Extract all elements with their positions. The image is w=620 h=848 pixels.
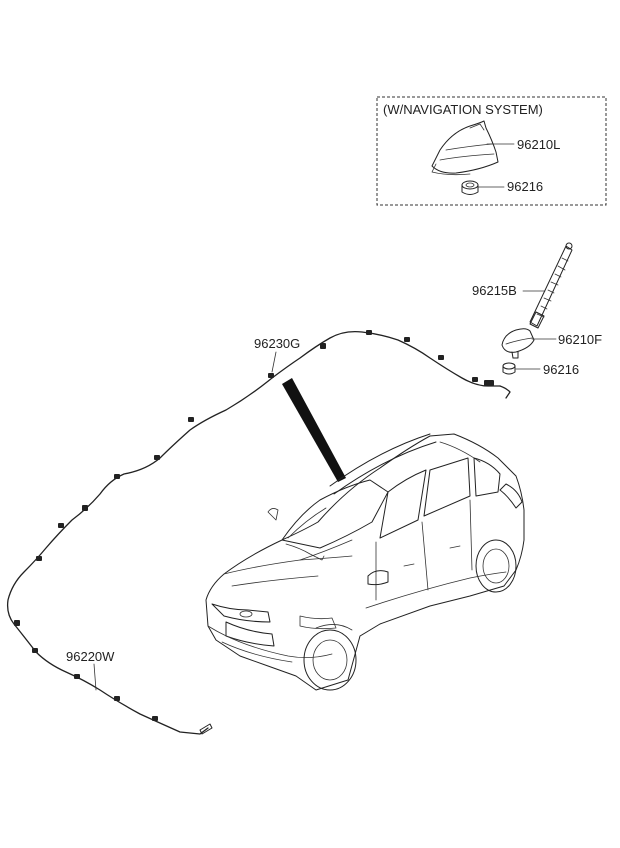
label-96210L: 96210L — [517, 137, 560, 152]
antenna-rod-icon — [529, 242, 573, 329]
leader-96220W — [93, 663, 97, 691]
label-96210F: 96210F — [558, 332, 602, 347]
inset-title: (W/NAVIGATION SYSTEM) — [383, 102, 543, 117]
label-96220W: 96220W — [66, 649, 115, 664]
shark-fin-antenna-icon — [431, 120, 499, 176]
main-feeder-cable — [6, 377, 273, 735]
label-96215B: 96215B — [472, 283, 517, 298]
label-96230G: 96230G — [254, 336, 300, 351]
navigation-system-inset: (W/NAVIGATION SYSTEM) 96210L 96216 — [376, 96, 607, 206]
antenna-base-icon — [501, 328, 535, 359]
leader-96230G — [271, 351, 277, 373]
roof-feeder-cable — [268, 330, 511, 399]
label-96216-inset: 96216 — [507, 179, 543, 194]
antenna-nut-inset-icon — [461, 180, 479, 195]
installation-pointer-wedge — [282, 378, 346, 482]
label-96216: 96216 — [543, 362, 579, 377]
suv-vehicle-illustration — [205, 433, 525, 691]
inset-dashed-border — [376, 96, 607, 206]
antenna-nut-icon — [502, 362, 516, 375]
